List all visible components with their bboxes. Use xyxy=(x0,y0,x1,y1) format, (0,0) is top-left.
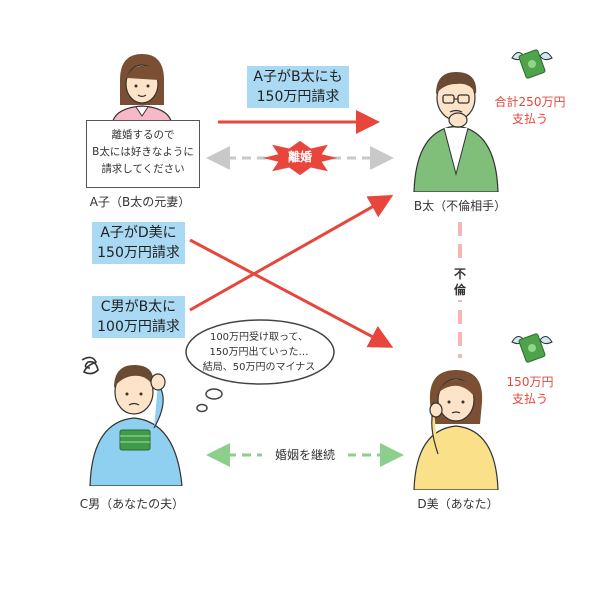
scribble-icon xyxy=(81,356,99,375)
thought-bubble-icon xyxy=(185,319,335,413)
b-payment-total: 合計250万円 xyxy=(494,95,566,109)
sign-line: 請求してください xyxy=(101,163,185,175)
thought-line: 100万円受け取って、 xyxy=(209,332,309,343)
person-b-figure xyxy=(413,72,499,192)
label-c-to-b: C男がB太に 100万円請求 xyxy=(92,296,185,338)
person-c-figure xyxy=(89,364,183,486)
arrow-c-to-b xyxy=(189,195,394,312)
divorce-label: 離婚 xyxy=(287,150,312,164)
affair-char: 不 xyxy=(453,267,466,281)
label-line: 150万円請求 xyxy=(97,245,180,261)
person-c-caption: C男（あなたの夫） xyxy=(79,497,185,511)
sign-line: B太には好きなように xyxy=(92,146,194,158)
person-d-figure xyxy=(413,370,499,490)
sign-line: 離婚するので xyxy=(111,129,175,141)
label-line: 100万円請求 xyxy=(97,319,180,335)
money-with-wings-icon xyxy=(511,49,553,79)
b-payment-note: 合計250万円 支払う xyxy=(484,94,576,128)
d-payment-verb: 支払う xyxy=(511,392,548,406)
request-sign: 離婚するので B太には好きなように 請求してください xyxy=(86,120,200,188)
affair-char: 倫 xyxy=(453,283,466,297)
affair-label: 不 倫 xyxy=(452,266,468,300)
explosion-icon xyxy=(262,140,338,176)
label-line: A子がD美に xyxy=(100,225,177,241)
person-a-figure xyxy=(111,54,173,125)
label-a-to-d: A子がD美に 150万円請求 xyxy=(92,222,185,264)
d-payment-amount: 150万円 xyxy=(506,375,554,389)
label-line: C男がB太に xyxy=(100,299,177,315)
money-with-wings-icon xyxy=(511,333,553,363)
thought-line: 結局、50万円のマイナス xyxy=(202,362,316,373)
person-b-caption: B太（不倫相手） xyxy=(413,199,507,213)
label-line: A子がB太にも xyxy=(253,69,343,85)
person-d-caption: D美（あなた） xyxy=(417,497,499,511)
person-a-caption: A子（B太の元妻） xyxy=(89,195,191,209)
b-payment-verb: 支払う xyxy=(511,112,548,126)
label-a-to-b: A子がB太にも 150万円請求 xyxy=(247,66,349,108)
label-line: 150万円請求 xyxy=(256,89,340,105)
marriage-label: 婚姻を継続 xyxy=(262,446,348,463)
c-thought: 100万円受け取って、 150万円出ていった… 結局、50万円のマイナス xyxy=(192,330,326,375)
d-payment-note: 150万円 支払う xyxy=(490,374,570,408)
arrow-a-to-d xyxy=(189,238,394,348)
thought-line: 150万円出ていった… xyxy=(209,347,309,358)
